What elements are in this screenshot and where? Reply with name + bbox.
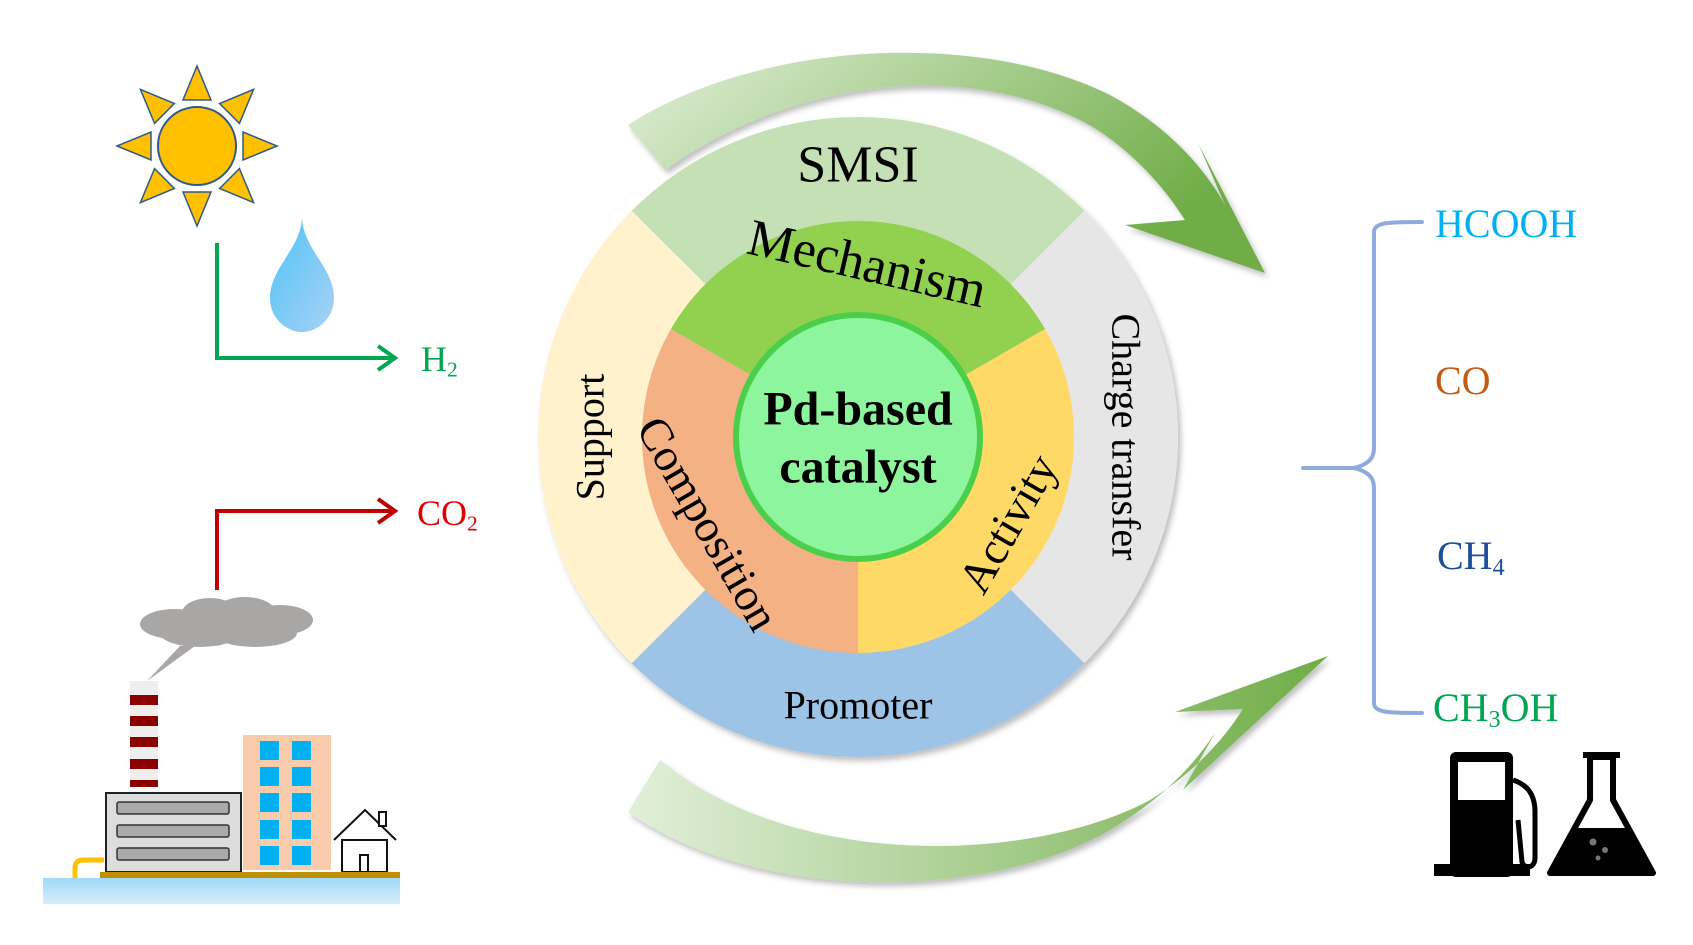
sun-icon [115, 64, 279, 228]
bottom-curved-arrow [628, 656, 1328, 883]
sun-ray [181, 64, 213, 101]
fuel-pump-icon [1434, 752, 1538, 877]
co2-formula: CO [417, 493, 468, 533]
sun-ray [242, 130, 279, 162]
outer-segment-charge-transfer [1009, 210, 1178, 664]
water-drop-icon [270, 218, 334, 332]
inner-segment-mechanism [670, 220, 1046, 377]
outer-segment-promoter [631, 588, 1085, 757]
product-hcooh: HCOOH [1435, 204, 1577, 244]
outer-segment-support [538, 210, 707, 664]
product-tail: OH [1500, 685, 1559, 730]
co2-arrow [215, 497, 399, 590]
product-ch4: CH4 [1437, 533, 1505, 581]
sun-ray [115, 130, 152, 162]
product-formula: CH [1433, 685, 1489, 730]
co2-subscript: 2 [467, 511, 478, 536]
product-subscript: 4 [1492, 555, 1505, 581]
top-curved-arrow [628, 52, 1265, 273]
outer-label-smsi: SMSI [797, 137, 918, 194]
sun-ray [218, 88, 255, 125]
flask-icon [1547, 752, 1656, 876]
h2-subscript: 2 [447, 357, 458, 382]
sun-ray [139, 88, 176, 125]
sun-ray [139, 167, 176, 204]
h2-label: H2 [421, 339, 458, 380]
product-formula: CH [1437, 533, 1493, 578]
product-formula: CO [1435, 358, 1491, 403]
outer-segment-smsi [631, 116, 1085, 286]
outer-label-promoter: Promoter [784, 683, 933, 728]
h2-arrow [215, 243, 399, 372]
catalyst-wheel [538, 116, 1178, 757]
outer-label-charge-transfer: Charge transfer [1104, 314, 1149, 561]
center-circle [733, 312, 983, 562]
center-label-line2: catalyst [779, 441, 936, 494]
product-subscript: 3 [1488, 707, 1501, 733]
center-label-line1: Pd-based [763, 383, 953, 436]
product-bracket [1301, 220, 1424, 715]
product-ch3oh: CH3OH [1433, 685, 1559, 733]
co2-label: CO2 [417, 493, 478, 534]
sun-ray [218, 167, 255, 204]
h2-formula: H [421, 339, 447, 379]
product-co: CO [1435, 361, 1491, 401]
factory-icon [43, 597, 400, 904]
sun-ray [181, 191, 213, 228]
outer-label-support: Support [568, 374, 613, 501]
product-formula: HCOOH [1435, 201, 1578, 246]
